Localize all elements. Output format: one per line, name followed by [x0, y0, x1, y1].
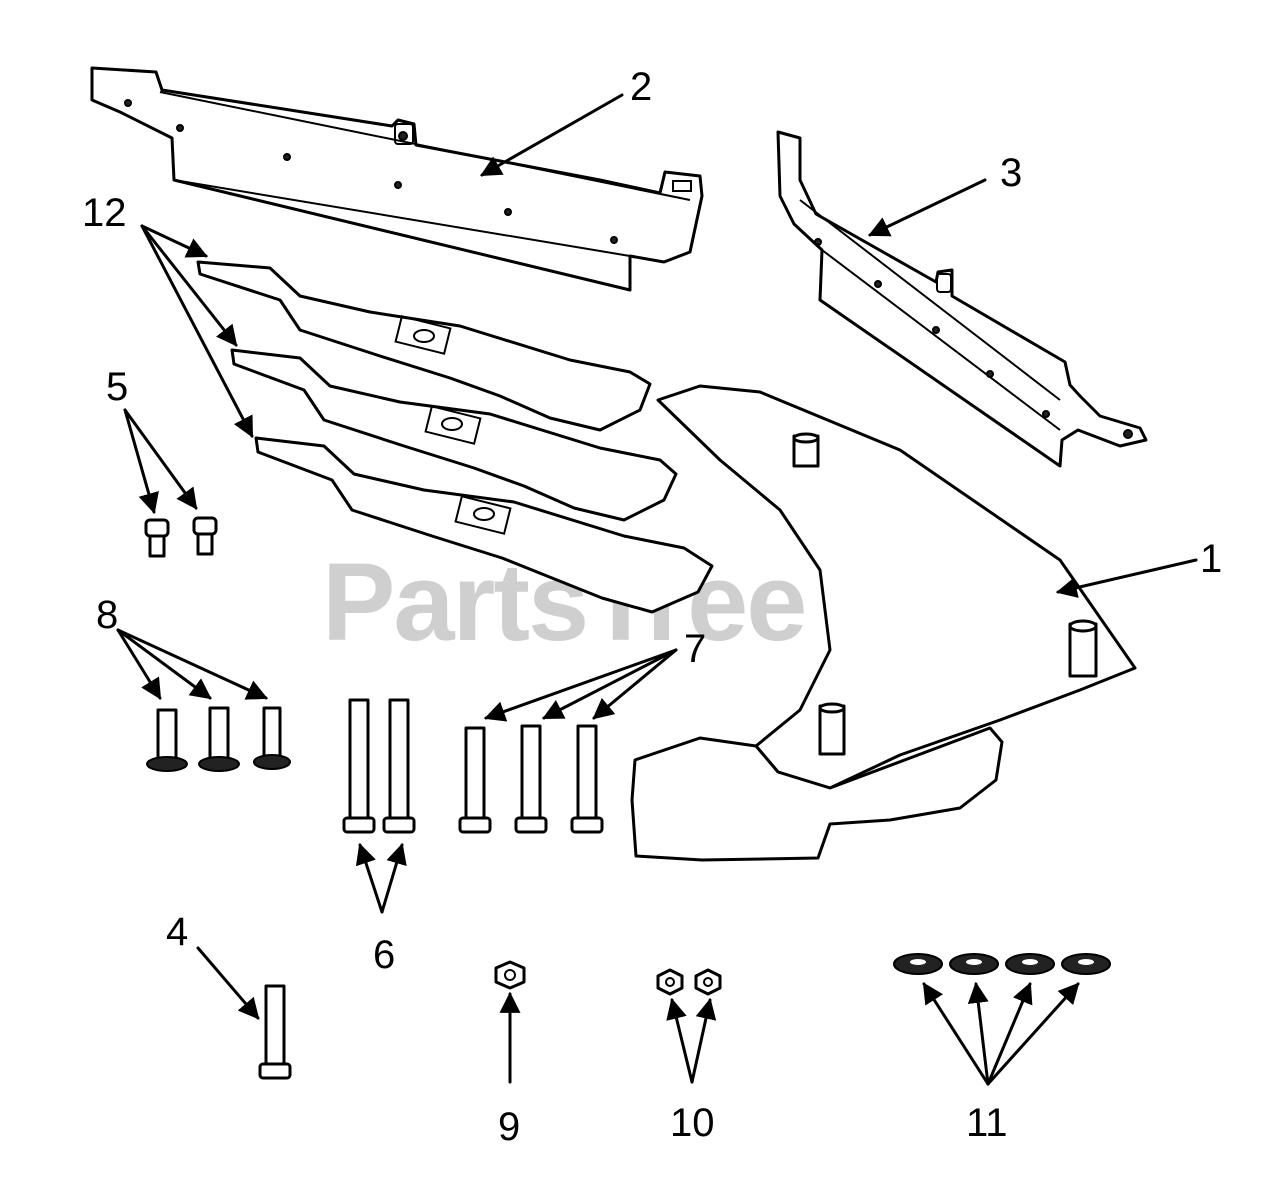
callout-12: 12: [82, 191, 127, 235]
part-9-nut: [494, 960, 526, 990]
callout-8: 8: [96, 593, 118, 637]
part-10-nuts: [656, 968, 722, 996]
part-8-flange-bolts: [146, 706, 291, 772]
callout-labels: 1 2 3 4 5 6 7 8 9 10 11 12: [82, 65, 1222, 1149]
part-4-bolt: [258, 984, 292, 1080]
callout-9: 9: [498, 1105, 520, 1149]
leader-arrows: [116, 93, 1198, 1086]
callout-5: 5: [106, 365, 128, 409]
part-5-bolts: [144, 516, 218, 558]
callout-4: 4: [166, 910, 188, 954]
callout-10: 10: [670, 1101, 715, 1145]
callout-6: 6: [373, 933, 395, 977]
part-6-long-bolts: [342, 698, 416, 834]
callout-1: 1: [1200, 537, 1222, 581]
part-1-deck-shield: [630, 384, 1137, 862]
part-2-baffle-bracket: [90, 66, 704, 292]
callout-7: 7: [684, 627, 706, 671]
part-12-blades: [196, 260, 714, 614]
part-11-washers: [893, 953, 1111, 975]
callout-11: 11: [966, 1101, 1008, 1145]
part-3-baffle-bracket: [776, 130, 1148, 468]
callout-2: 2: [630, 65, 652, 109]
part-7-bolts: [458, 724, 604, 834]
callout-3: 3: [1000, 151, 1022, 195]
